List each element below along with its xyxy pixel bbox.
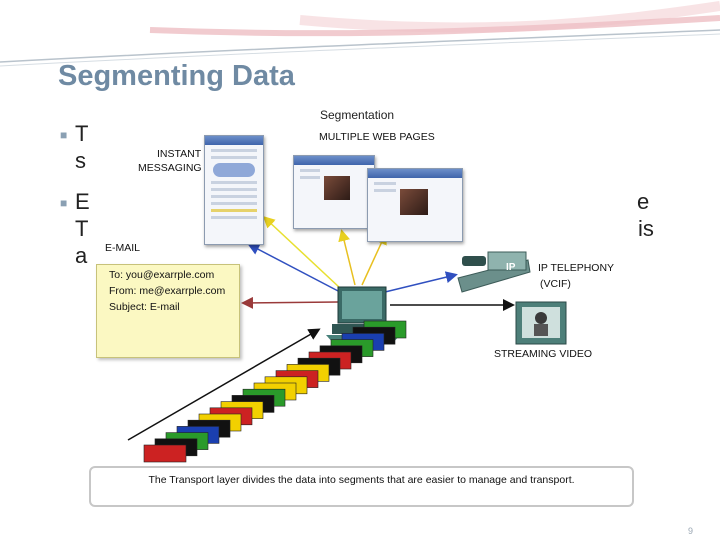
bullet-1-fragment-a: T	[75, 121, 89, 146]
arrow-to-im	[262, 215, 341, 289]
arrow-to-phone	[384, 271, 458, 293]
instant-messaging-window	[204, 135, 264, 245]
bullet-2-fragment-d: e	[637, 189, 650, 214]
web-page-window-1	[293, 155, 375, 229]
bullet-marker-2: ■	[60, 196, 68, 210]
label-streaming-video: STREAMING VIDEO	[494, 348, 593, 360]
segment-block	[143, 444, 187, 463]
arrow-to-email-blue	[247, 243, 341, 293]
email-card: To: you@exarrple.com From: me@exarrple.c…	[96, 264, 240, 358]
diagram-title: Segmentation	[320, 108, 395, 122]
arrow-to-web-2	[361, 232, 387, 286]
page-number: 9	[688, 526, 694, 536]
header-swoosh	[0, 0, 720, 67]
web-page-window-2	[367, 168, 463, 242]
caption-text: The Transport layer divides the data int…	[148, 474, 575, 486]
label-messaging: MESSAGING	[138, 162, 202, 174]
ip-badge: IP	[506, 262, 516, 273]
arrow-incoming-segments	[127, 328, 321, 441]
bullet-2-fragment-a: E	[75, 189, 90, 214]
label-instant: INSTANT	[157, 148, 202, 160]
email-subject: Subject: E-mail	[109, 301, 180, 313]
label-vcif: (VCIF)	[540, 278, 571, 290]
bullet-marker-1: ■	[60, 128, 68, 142]
email-from: From: me@exarrple.com	[109, 285, 226, 297]
bullet-2-fragment-b: T	[75, 216, 89, 241]
ip-phone	[457, 251, 531, 293]
segment-stack	[143, 320, 407, 463]
slide-title: Segmenting Data	[58, 60, 295, 92]
bullet-1-fragment-b: s	[75, 148, 86, 173]
bullet-2-fragment-e: is	[638, 216, 654, 241]
arrow-to-email	[241, 296, 339, 309]
label-ip-telephony: IP TELEPHONY	[538, 262, 615, 274]
label-web-pages: MULTIPLE WEB PAGES	[319, 131, 435, 143]
caption-box: The Transport layer divides the data int…	[89, 466, 634, 507]
arrow-to-web	[338, 229, 356, 286]
video-monitor	[515, 301, 567, 345]
email-to: To: you@exarrple.com	[109, 269, 215, 281]
bullet-2-fragment-c: a	[75, 243, 88, 268]
label-email: E-MAIL	[105, 242, 141, 254]
